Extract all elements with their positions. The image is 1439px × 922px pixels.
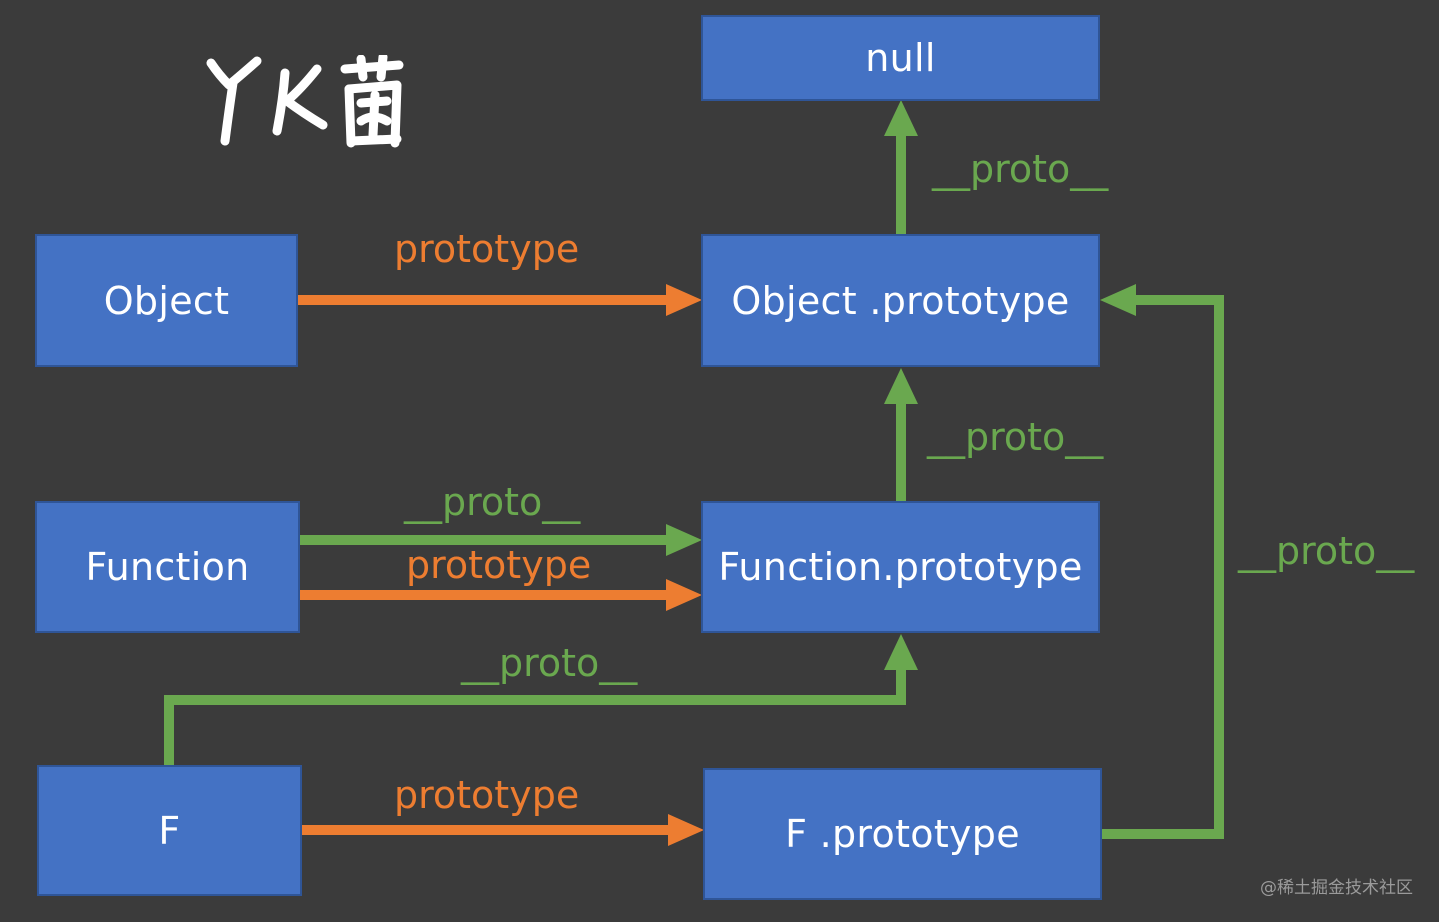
arrow-fproto-to-objproto [1100, 284, 1224, 839]
arrow-funcproto-to-objproto [884, 368, 918, 501]
edge-label-f-proto: __proto__ [461, 641, 638, 685]
node-object-prototype-label: Object .prototype [731, 278, 1070, 323]
edge-label-function-prototype: prototype [406, 543, 592, 587]
node-f-prototype-label: F .prototype [785, 812, 1020, 856]
node-f-label: F [158, 808, 181, 853]
edge-label-object-prototype: prototype [394, 227, 580, 271]
edge-label-funcproto-objproto: __proto__ [927, 415, 1104, 459]
node-null-label: null [865, 36, 936, 80]
node-function: Function [35, 501, 300, 633]
node-object-prototype: Object .prototype [701, 234, 1100, 367]
edge-label-function-proto: __proto__ [404, 480, 581, 524]
node-f: F [37, 765, 302, 896]
node-f-prototype: F .prototype [703, 768, 1102, 900]
arrow-f-prototype [302, 814, 704, 846]
edge-label-f-prototype: prototype [394, 773, 580, 817]
arrow-function-proto [300, 524, 702, 556]
node-function-prototype: Function.prototype [701, 501, 1100, 633]
arrow-f-to-funcproto [164, 634, 918, 765]
edge-label-fproto-objproto: __proto__ [1238, 529, 1415, 573]
node-object-label: Object [103, 278, 230, 323]
node-null: null [701, 15, 1100, 101]
edge-label-objproto-null: __proto__ [932, 147, 1109, 191]
arrow-function-prototype [300, 579, 702, 611]
watermark-text: @稀土掘金技术社区 [1260, 878, 1413, 898]
node-object: Object [35, 234, 298, 367]
logo-mark [206, 55, 404, 148]
arrow-objproto-to-null [884, 100, 918, 234]
arrow-object-prototype [298, 284, 702, 316]
node-function-label: Function [85, 545, 250, 589]
node-function-prototype-label: Function.prototype [718, 545, 1083, 589]
